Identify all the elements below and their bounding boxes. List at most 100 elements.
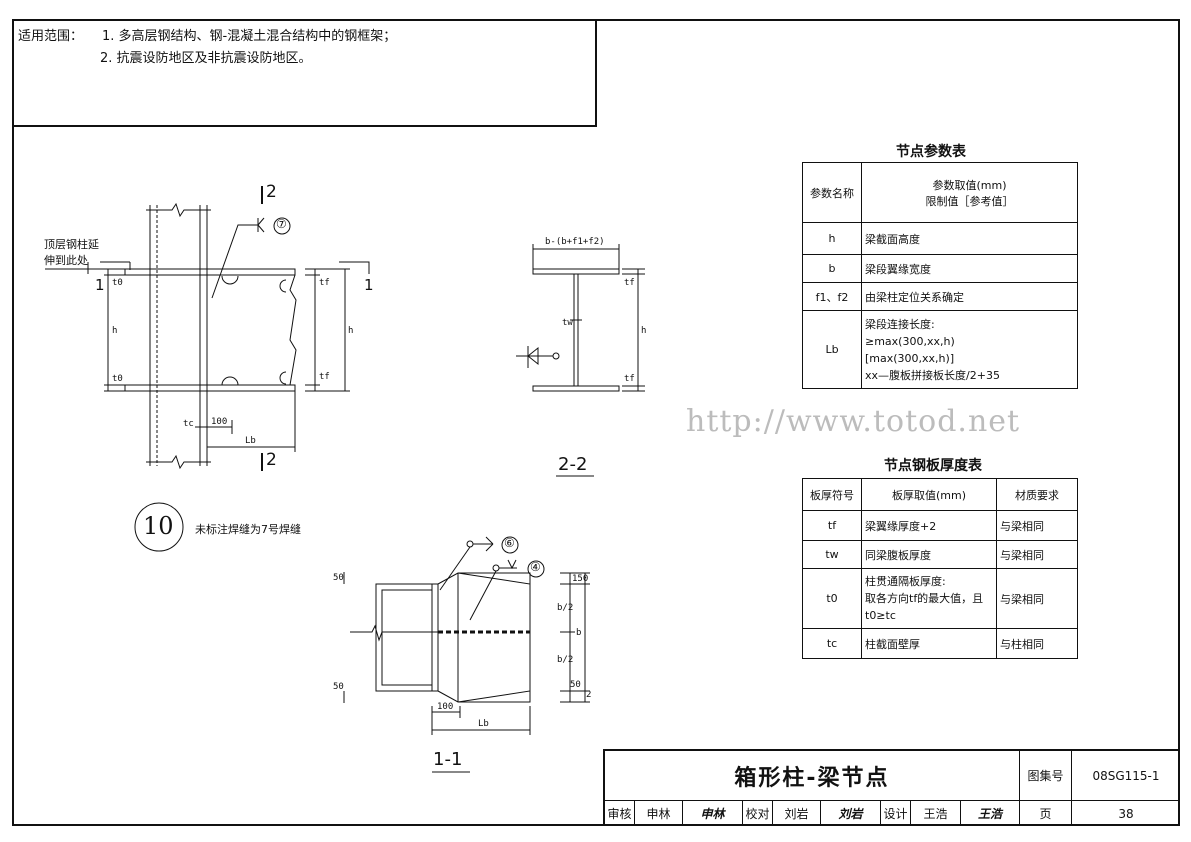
elevation-view [45,186,370,471]
atlas-label: 图集号 [1020,751,1072,801]
dim-tf-bottom: tf [319,372,330,382]
param-header-value-line1: 参数取值(mm) [932,178,1007,192]
param-name: b [802,254,862,283]
lb-line1: 梁段连接长度: [865,317,935,331]
weld-ref-6: ⑥ [504,536,515,550]
plate-row-t0: t0 柱贯通隔板厚度: 取各方向tf的最大值，且 t0≥tc 与梁相同 [802,568,1078,629]
t0-line1: 柱贯通隔板厚度: [865,575,946,588]
plate-row-tw: tw 同梁腹板厚度 与梁相同 [802,540,1078,569]
plate-row-tf: tf 梁翼缘厚度+2 与梁相同 [802,510,1078,541]
section-1-mark-left: 1 [95,276,105,294]
param-table: 参数名称 参数取值(mm) 限制值［参考值］ h 梁截面高度 b 梁段翼缘宽度 … [802,162,1078,389]
param-name: h [802,222,862,255]
plate-row-tc: tc 柱截面壁厚 与柱相同 [802,628,1078,659]
detail-number: 10 [143,512,174,540]
plate-table-title: 节点钢板厚度表 [884,458,982,474]
dim-tc: tc [183,419,194,429]
dim-lb: Lb [245,436,256,446]
plate-header-material: 材质要求 [996,478,1078,511]
drawing-title: 箱形柱-梁节点 [605,751,1020,801]
t0-line3: t0≥tc [865,609,896,622]
plate-material: 与柱相同 [996,628,1078,659]
plate-symbol: tc [802,628,862,659]
dim-b2-top: b/2 [557,603,574,613]
section-1-1-label: 1-1 [433,749,463,770]
scope-item-1: 1. 多高层钢结构、钢-混凝土混合结构中的钢框架； [102,29,397,44]
title-block: 箱形柱-梁节点 图集号 08SG115-1 审核 申林 申林 校对 刘岩 刘岩 … [603,749,1180,826]
dim-tf-bottom-22: tf [624,374,635,384]
dim-50-top: 50 [333,573,344,583]
plate-material: 与梁相同 [996,568,1078,629]
section-2-2-label: 2-2 [558,454,588,475]
review-signature: 申林 [683,801,743,826]
check-signature: 刘岩 [821,801,881,826]
plate-symbol: t0 [802,568,862,629]
param-value-lb: 梁段连接长度: ≥max(300,xx,h) [max(300,xx,h)] x… [861,310,1078,389]
dim-50-right: 50 [570,680,581,690]
plate-symbol: tw [802,540,862,569]
param-row-h: h 梁截面高度 [802,222,1078,255]
dim-150: 150 [572,574,589,584]
dim-t0-bottom: t0 [112,374,123,384]
plate-value: 梁翼缘厚度+2 [861,510,997,541]
dim-h-right: h [348,326,354,336]
param-value: 梁截面高度 [861,222,1078,255]
dim-tf-top: tf [319,278,330,288]
review-name: 申林 [635,801,683,826]
design-signature: 王浩 [961,801,1020,826]
scope-label: 适用范围： [18,29,84,44]
page-label: 页 [1020,801,1072,826]
section-2-mark-top: 2 [266,182,277,202]
plate-material: 与梁相同 [996,510,1078,541]
param-name: f1、f2 [802,282,862,311]
dim-h-left: h [112,326,118,336]
plate-header-symbol: 板厚符号 [802,478,862,511]
dim-2: 2 [586,690,592,700]
plate-value-t0: 柱贯通隔板厚度: 取各方向tf的最大值，且 t0≥tc [861,568,997,629]
page-number: 38 [1118,806,1134,821]
design-name: 王浩 [911,801,961,826]
param-name: Lb [802,310,862,389]
scope-item-2: 2. 抗震设防地区及非抗震设防地区。 [100,51,312,66]
detail-10-circle [134,502,184,552]
atlas-number: 08SG115-1 [1072,751,1180,801]
param-row-lb: Lb 梁段连接长度: ≥max(300,xx,h) [max(300,xx,h)… [802,310,1078,389]
section-2-mark-bottom: 2 [266,450,277,470]
check-label: 校对 [743,801,773,826]
dim-h-22: h [641,326,647,336]
weld-ref-7: ⑦ [276,217,287,231]
t0-line2: 取各方向tf的最大值，且 [865,592,984,605]
param-header-value-line2: 限制值［参考值］ [925,194,1014,208]
dim-tw: tw [562,318,573,328]
plate-table: 板厚符号 板厚取值(mm) 材质要求 tf 梁翼缘厚度+2 与梁相同 tw 同梁… [802,478,1078,659]
param-value: 由梁柱定位关系确定 [861,282,1078,311]
param-header-value: 参数取值(mm) 限制值［参考值］ [861,162,1078,223]
section-1-1-view [343,536,590,773]
param-row-f1f2: f1、f2 由梁柱定位关系确定 [802,282,1078,311]
param-header-name: 参数名称 [802,162,862,223]
dim-t0-top: t0 [112,278,123,288]
section-1-mark-right: 1 [364,276,374,294]
dim-50-bottom: 50 [333,682,344,692]
dim-lb-11: Lb [478,719,489,729]
lb-line4: xx—腹板拼接板长度/2+35 [865,368,1000,382]
param-row-b: b 梁段翼缘宽度 [802,254,1078,283]
scope-box: 适用范围： 1. 多高层钢结构、钢-混凝土混合结构中的钢框架； 2. 抗震设防地… [12,19,597,127]
note-top-column-line2: 伸到此处 [44,254,88,267]
plate-header-value: 板厚取值(mm) [861,478,997,511]
plate-symbol: tf [802,510,862,541]
plate-value: 柱截面壁厚 [861,628,997,659]
review-label: 审核 [605,801,635,826]
note-top-column-line1: 顶层钢柱延 [44,238,99,251]
dim-b: b [576,628,582,638]
detail-note: 未标注焊缝为7号焊缝 [195,523,301,536]
lb-line2: ≥max(300,xx,h) [865,334,955,348]
section-2-2-view [516,244,645,477]
check-name: 刘岩 [773,801,821,826]
param-value: 梁段翼缘宽度 [861,254,1078,283]
dim-tf-top-22: tf [624,278,635,288]
plate-material: 与梁相同 [996,540,1078,569]
watermark: http://www.totod.net [686,404,1021,439]
dim-b-expression: b-(b+f1+f2) [545,237,605,247]
